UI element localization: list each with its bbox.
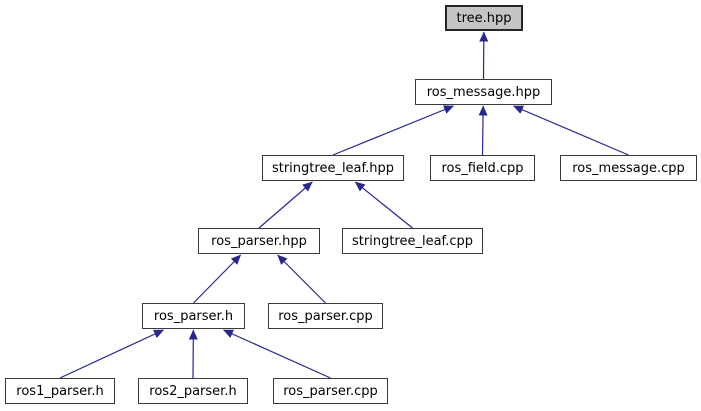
graph-node-ros1-parser-h[interactable]: ros1_parser.h — [5, 378, 115, 404]
graph-edge-ros_parser_cpp_bot-to-ros_parser_h — [223, 329, 331, 379]
graph-node-ros2-parser-h[interactable]: ros2_parser.h — [138, 378, 248, 404]
graph-node-ros-message-cpp[interactable]: ros_message.cpp — [560, 155, 697, 181]
graph-node-ros-parser-cpp[interactable]: ros_parser.cpp — [273, 378, 388, 404]
graph-node-stringtree-leaf-cpp[interactable]: stringtree_leaf.cpp — [342, 228, 483, 254]
graph-node-ros-message-hpp[interactable]: ros_message.hpp — [415, 79, 552, 105]
graph-edge-ros_parser_h-to-ros_parser_hpp — [193, 254, 242, 304]
graph-edge-ros_message_cpp-to-ros_message_hpp — [513, 105, 629, 156]
graph-edge-ros_field_cpp-to-ros_message_hpp — [478, 105, 488, 156]
graph-node-ros-field-cpp[interactable]: ros_field.cpp — [430, 155, 535, 181]
graph-node-tree-hpp[interactable]: tree.hpp — [445, 5, 523, 31]
graph-edge-ros_parser_hpp-to-stringtree_leaf_hpp — [258, 181, 313, 229]
graph-edge-ros_parser_cpp_mid-to-ros_parser_hpp — [277, 254, 326, 304]
graph-edge-ros1_parser_h-to-ros_parser_h — [59, 329, 164, 379]
graph-node-ros-parser-h[interactable]: ros_parser.h — [142, 303, 245, 329]
graph-node-ros-parser-hpp[interactable]: ros_parser.hpp — [198, 228, 320, 254]
graph-node-ros-parser-cpp[interactable]: ros_parser.cpp — [268, 303, 383, 329]
graph-edge-stringtree_leaf_cpp-to-stringtree_leaf_hpp — [354, 181, 413, 229]
graph-edge-stringtree_leaf_hpp-to-ros_message_hpp — [332, 105, 454, 156]
graph-node-stringtree-leaf-hpp[interactable]: stringtree_leaf.hpp — [262, 155, 404, 181]
